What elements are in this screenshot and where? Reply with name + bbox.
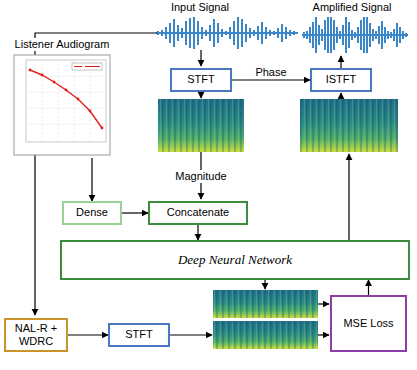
audiogram-panel: Listener Audiogram — [10, 38, 114, 158]
spectrogram — [213, 290, 318, 318]
edge-label: Phase — [253, 66, 288, 79]
signal-wire — [318, 334, 329, 335]
input-waveform — [156, 17, 298, 49]
signal-label: Input Signal — [169, 1, 231, 14]
signal-wire — [340, 93, 341, 99]
connector-arrow — [122, 212, 148, 213]
connector-arrow — [91, 158, 92, 201]
spectrogram — [158, 99, 244, 152]
signal-wire — [348, 154, 349, 240]
box-label: STFT — [125, 328, 153, 341]
connector-arrow — [368, 280, 369, 295]
loss-box: MSE Loss — [330, 295, 407, 352]
process-box: ISTFT — [310, 68, 372, 92]
signal-wire — [200, 92, 201, 98]
audiogram-markers — [29, 69, 104, 130]
box-label: NAL-R + WDRC — [10, 322, 62, 348]
spectrogram-texture — [213, 321, 318, 349]
signal-wire — [318, 303, 329, 304]
amplified-waveform — [302, 17, 408, 53]
box-label: Dense — [76, 206, 108, 219]
signal-label: Amplified Signal — [311, 1, 394, 14]
connector-arrow — [68, 334, 108, 335]
network-box: Deep Neural Network — [60, 240, 410, 280]
box-label: Deep Neural Network — [178, 252, 292, 268]
dense-layer-box: Dense — [62, 201, 122, 225]
chart-legend-line — [74, 66, 100, 67]
box-label: Concatenate — [167, 206, 229, 219]
process-box: STFT — [108, 323, 170, 347]
signal-wire — [170, 334, 212, 335]
spectrogram-texture — [158, 99, 244, 152]
signal-label: Magnitude — [173, 170, 228, 183]
box-label: STFT — [187, 73, 215, 86]
chart-grid — [26, 60, 106, 142]
process-box: STFT — [170, 68, 232, 92]
connector-arrow — [197, 225, 198, 240]
connector-arrow — [232, 79, 310, 80]
panel-heading: Listener Audiogram — [13, 38, 112, 51]
spectrogram-texture — [213, 290, 318, 318]
box-label: ISTFT — [326, 73, 357, 86]
spectrogram — [300, 99, 398, 152]
prescription-box: NAL-R + WDRC — [4, 318, 68, 352]
audiogram-chart — [14, 55, 110, 155]
spectrogram — [213, 321, 318, 349]
signal-wire — [264, 280, 265, 289]
signal-wire — [340, 56, 341, 68]
spectrogram-texture — [300, 99, 398, 152]
chart-plot-area — [26, 60, 106, 142]
signal-wire — [200, 50, 201, 66]
concat-box: Concatenate — [148, 201, 248, 225]
audiogram-curve — [30, 70, 102, 128]
chart-legend-box — [72, 63, 102, 70]
box-label: MSE Loss — [343, 317, 393, 330]
